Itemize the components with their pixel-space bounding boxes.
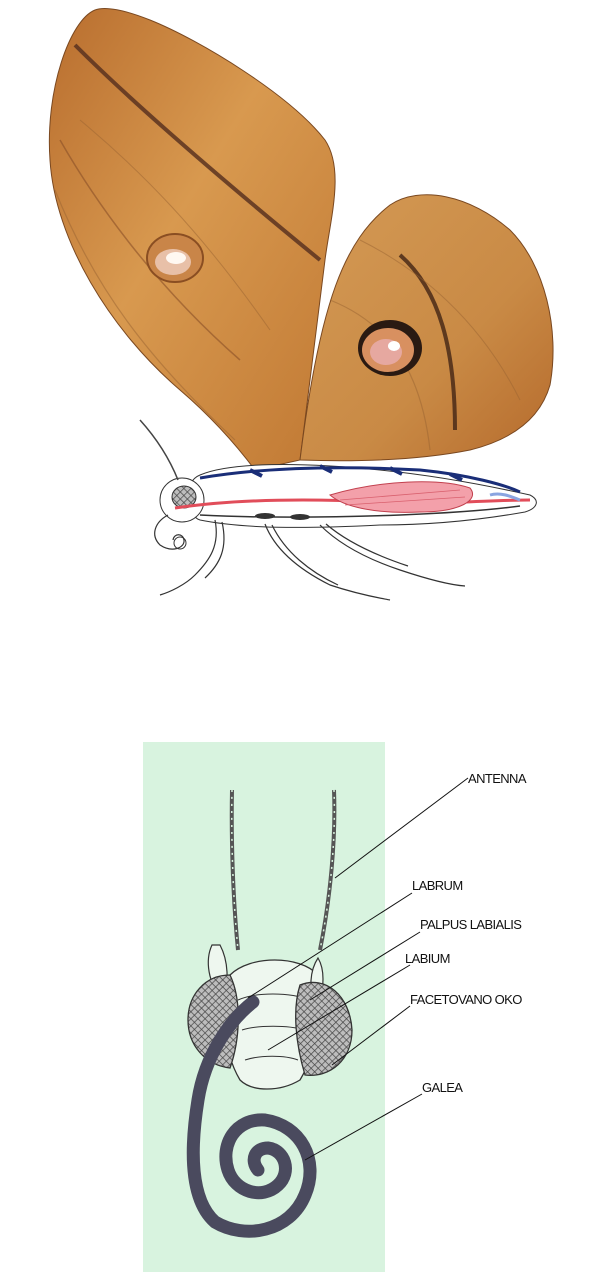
side-antenna bbox=[140, 420, 178, 480]
label-antenna: ANTENNA bbox=[468, 771, 527, 786]
label-labium: LABIUM bbox=[405, 951, 450, 966]
label-facetovano-oko: FACETOVANO OKO bbox=[410, 992, 522, 1007]
label-palpus-labialis: PALPUS LABIALIS bbox=[420, 917, 522, 932]
head-front-figure: ANTENNA LABRUM PALPUS LABIALIS LABIUM FA… bbox=[143, 742, 527, 1272]
hindwing bbox=[300, 195, 553, 461]
moth-side-figure bbox=[49, 8, 553, 600]
moth-legs bbox=[160, 520, 465, 600]
label-galea: GALEA bbox=[422, 1080, 463, 1095]
label-labrum: LABRUM bbox=[412, 878, 463, 893]
